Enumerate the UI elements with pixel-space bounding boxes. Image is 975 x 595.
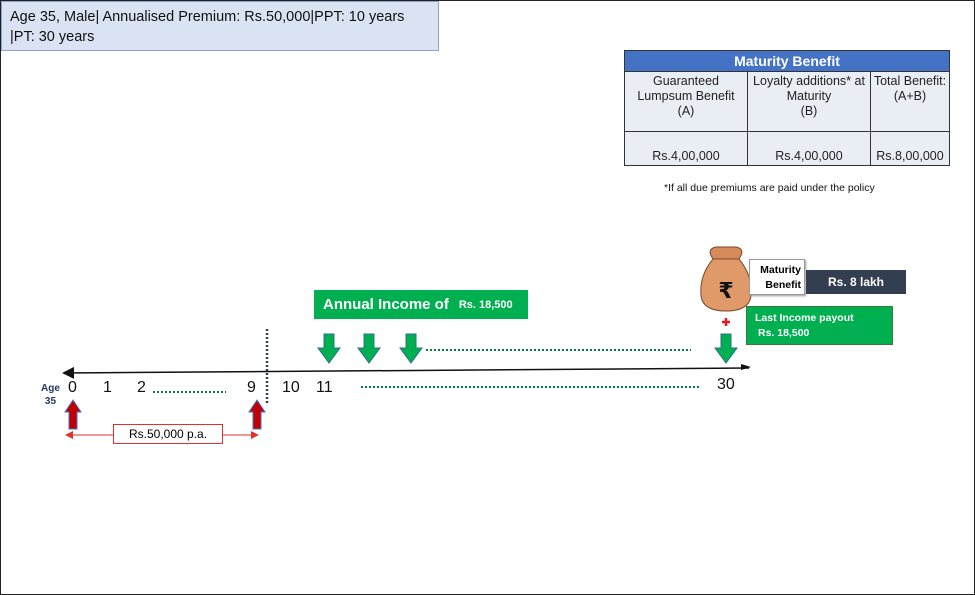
tick-2: 2 (137, 379, 146, 396)
premium-arrow-icon (64, 399, 82, 430)
tick-1: 1 (103, 379, 112, 396)
tick-0: 0 (68, 379, 77, 396)
plus-icon (722, 318, 730, 326)
maturity-benefit-value: Rs. 8 lakh (806, 270, 906, 294)
tick-10: 10 (282, 379, 300, 396)
income-arrow-icon (399, 333, 423, 364)
header-total: Total Benefit:(A+B) (870, 71, 950, 132)
timeline-axis (62, 366, 750, 379)
income-arrow-icon (357, 333, 381, 364)
policy-info-line1: Age 35, Male| Annualised Premium: Rs.50,… (10, 9, 405, 25)
tick-30: 30 (717, 376, 735, 393)
value-loyalty: Rs.4,00,000 (747, 131, 871, 166)
income-arrow-icon (714, 333, 738, 364)
tick-11: 11 (316, 379, 333, 396)
tick-9: 9 (247, 379, 256, 396)
value-total: Rs.8,00,000 (870, 131, 950, 166)
income-arrow-icon (317, 333, 341, 364)
policy-info-box: Age 35, Male| Annualised Premium: Rs.50,… (1, 1, 439, 51)
policy-info-line2: |PT: 30 years (10, 29, 95, 45)
footnote: *If all due premiums are paid under the … (664, 182, 875, 194)
svg-text:₹: ₹ (718, 279, 733, 304)
timeline-arrowhead (741, 364, 751, 370)
money-bag-icon: ₹ (700, 246, 752, 312)
premium-label: Rs.50,000 p.a. (113, 424, 223, 444)
value-guaranteed: Rs.4,00,000 (624, 131, 748, 166)
premium-arrow-icon (248, 399, 266, 430)
annual-income-box: Annual Income of Rs. 18,500 (314, 290, 528, 319)
